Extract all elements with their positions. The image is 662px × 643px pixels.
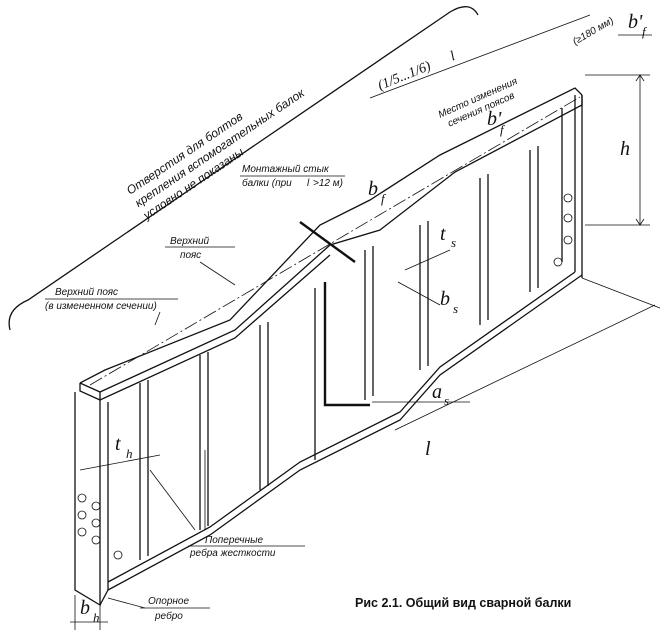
svg-text:f: f	[642, 24, 648, 39]
dim-as: a	[432, 381, 442, 403]
range-label: (1/5...1/6)	[376, 59, 433, 94]
svg-text:s: s	[453, 301, 458, 316]
dim-bf-prime: b'	[628, 11, 643, 33]
dim-bf-prime-mid: b'	[487, 108, 502, 130]
min-width-label: (≥180 мм)	[571, 15, 616, 47]
holes-note-line2: крепления вспомогательных балок	[132, 85, 308, 210]
joint-line2: балки (при	[242, 177, 292, 189]
joint-l: l	[307, 178, 310, 189]
svg-text:f: f	[381, 191, 387, 206]
svg-text:s: s	[444, 393, 449, 408]
splice-joint	[299, 221, 370, 460]
upper-flange-line1: Верхний	[170, 236, 210, 247]
beam-outline	[74, 87, 583, 607]
transverse-stiffeners	[139, 146, 539, 560]
bolt-holes-left	[77, 493, 123, 560]
stiffeners-line1: Поперечные	[205, 535, 263, 546]
dim-bs: b	[440, 288, 450, 310]
dim-bf: b	[368, 178, 378, 200]
upper-flange-line2: пояс	[180, 250, 201, 261]
dim-th: t	[115, 433, 121, 455]
svg-text:s: s	[451, 235, 456, 250]
bolt-holes-right	[553, 193, 573, 267]
figure-caption: Рис 2.1. Общий вид сварной балки	[355, 596, 571, 610]
stiffeners-line2: ребра жесткости	[189, 547, 276, 559]
dim-l: l	[425, 438, 431, 460]
upper-flange-changed-line1: Верхний пояс	[55, 287, 118, 298]
dim-ts: t	[440, 223, 446, 245]
joint-line1: Монтажный стык	[242, 164, 330, 175]
holes-bracket	[8, 6, 479, 331]
svg-text:h: h	[93, 610, 100, 625]
dim-h: h	[620, 138, 630, 160]
upper-flange-changed-line2: (в измененном сечении)	[45, 301, 157, 312]
beam-axis	[89, 96, 581, 386]
range-suffix: l	[448, 49, 457, 64]
joint-line3: >12 м)	[313, 178, 343, 189]
dimension-lines	[70, 14, 661, 630]
dim-bh: b	[80, 597, 90, 619]
svg-text:f: f	[500, 122, 506, 137]
support-rib-line1: Опорное	[148, 596, 189, 607]
support-rib-line2: ребро	[154, 610, 183, 622]
svg-text:h: h	[126, 446, 133, 461]
